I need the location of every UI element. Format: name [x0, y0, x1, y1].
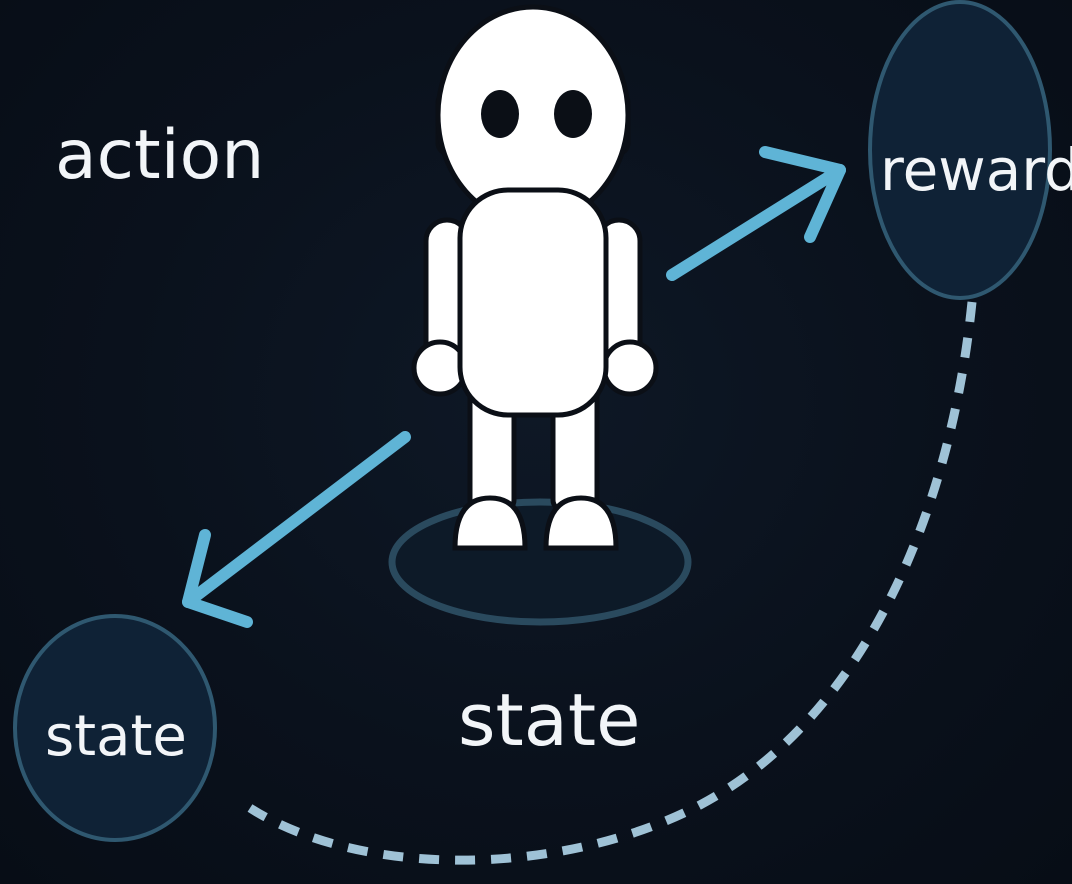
arrow-up-right-icon	[666, 146, 846, 281]
robot-icon	[411, 4, 659, 551]
feedback-dashed-curve	[247, 301, 977, 865]
reward-node	[868, 0, 1052, 300]
arrow-down-left-icon	[182, 431, 411, 628]
state-node-label: state	[45, 704, 187, 769]
state-center-label: state	[458, 678, 640, 762]
reward-label: reward	[880, 136, 1072, 204]
state-node	[13, 614, 217, 842]
action-label: action	[55, 116, 264, 195]
robot-platform	[388, 498, 692, 626]
